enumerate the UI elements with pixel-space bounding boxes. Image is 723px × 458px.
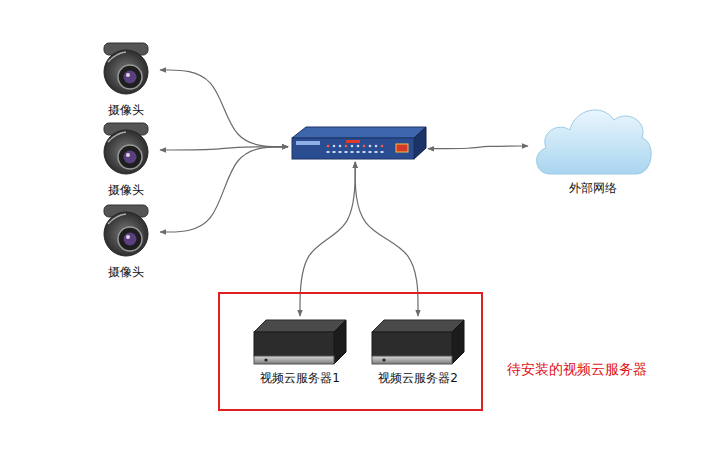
camera-node: 摄像头 — [92, 120, 160, 198]
camera-icon — [92, 202, 160, 264]
region-node: 待安装的视频云服务器视频云服务器1视频云服务器2 — [218, 292, 483, 411]
camera-node: 摄像头 — [92, 202, 160, 280]
cloud-node: 外部网络 — [528, 96, 658, 196]
camera-icon — [92, 120, 160, 182]
cloud-icon — [528, 96, 658, 180]
network-link — [160, 70, 288, 147]
device-label: 视频云服务器1 — [250, 370, 350, 386]
network-link — [428, 146, 528, 149]
server-node: 视频云服务器1 — [250, 316, 350, 386]
camera-node: 摄像头 — [92, 40, 160, 118]
router-node — [288, 124, 428, 162]
network-link — [160, 147, 288, 232]
device-label: 外部网络 — [528, 180, 658, 196]
server-icon — [250, 316, 350, 370]
device-label: 视频云服务器2 — [368, 370, 468, 386]
device-label: 摄像头 — [92, 264, 160, 280]
router-icon — [288, 124, 428, 162]
region-heading: 待安装的视频云服务器 — [507, 359, 647, 379]
device-label: 摄像头 — [92, 182, 160, 198]
device-label: 摄像头 — [92, 102, 160, 118]
server-node: 视频云服务器2 — [368, 316, 468, 386]
server-icon — [368, 316, 468, 370]
camera-icon — [92, 40, 160, 102]
